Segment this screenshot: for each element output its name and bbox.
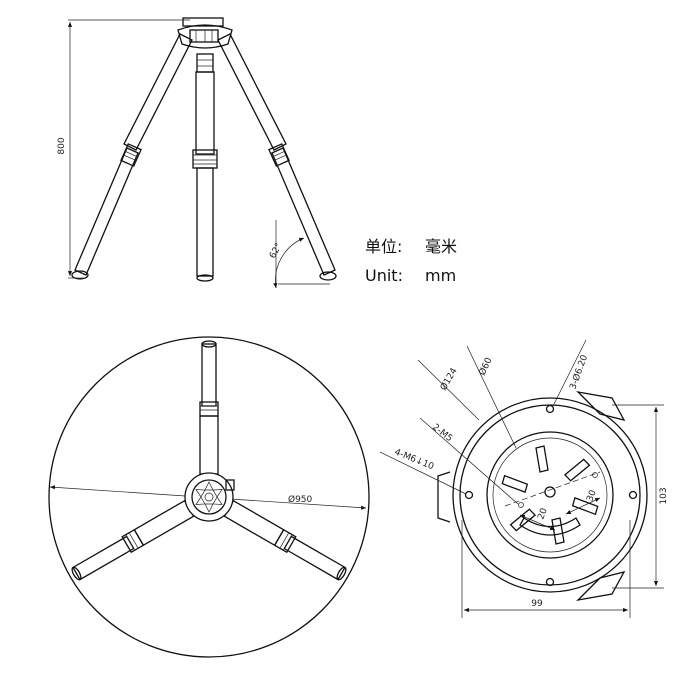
angle-dim-label: 62° xyxy=(268,242,284,261)
unit-label-cn: 单位: xyxy=(365,237,402,256)
bottom-slot xyxy=(519,517,581,536)
dim-holes-label: 3-Ø6.20 xyxy=(567,353,590,391)
lug-top xyxy=(576,391,626,421)
diameter-dim-label: Ø950 xyxy=(288,494,313,505)
head-detail: 20 30 Ø60 Ø124 3-Ø6.20 2-M5 4-M6↓10 103 … xyxy=(379,339,669,618)
side-view: 800 xyxy=(57,17,337,289)
dim-99-label: 99 xyxy=(531,599,543,609)
leader-m6 xyxy=(379,451,467,495)
lug-left xyxy=(437,471,451,523)
hole-right xyxy=(628,490,638,500)
left-leg xyxy=(71,33,193,280)
dim-103-label: 103 xyxy=(659,487,669,504)
height-dimension: 800 xyxy=(57,19,190,279)
top-hub xyxy=(184,472,235,522)
plate-circle xyxy=(486,431,614,559)
m5-hole-2 xyxy=(592,472,598,478)
leader-60 xyxy=(466,345,517,449)
leader-m5 xyxy=(419,417,519,505)
outer-ring xyxy=(452,397,648,593)
hub-slots xyxy=(501,445,599,545)
angle-dimension: 62° xyxy=(268,220,330,289)
dim-60-label: Ø60 xyxy=(477,356,495,378)
center-leg xyxy=(192,71,218,282)
right-leg xyxy=(217,33,337,281)
unit-label-en: Unit: xyxy=(365,266,403,285)
leader-holes xyxy=(552,339,587,407)
dim-m5-label: 2-M5 xyxy=(430,422,454,444)
center-hole xyxy=(544,486,556,498)
footprint-circle xyxy=(48,336,370,658)
unit-value-cn: 毫米 xyxy=(425,237,457,256)
lug-bottom xyxy=(576,571,626,601)
m5-hole-1 xyxy=(518,502,524,508)
hole-bottom xyxy=(545,577,555,587)
height-dim-label: 800 xyxy=(57,137,67,154)
top-leg-right xyxy=(71,499,195,581)
tripod-head xyxy=(177,17,233,73)
unit-value-en: mm xyxy=(425,266,456,285)
top-leg-up xyxy=(199,340,219,475)
top-leg-left xyxy=(223,499,347,581)
dim-124-label: Ø124 xyxy=(438,366,460,393)
dim-20: 20 xyxy=(536,507,549,521)
unit-note: 单位: 毫米 Unit: mm xyxy=(365,237,457,285)
top-view: Ø950 xyxy=(48,336,370,658)
dim-30: 30 xyxy=(585,489,598,503)
hole-left xyxy=(464,490,474,500)
hole-top xyxy=(545,404,555,414)
leader-124 xyxy=(417,359,480,421)
